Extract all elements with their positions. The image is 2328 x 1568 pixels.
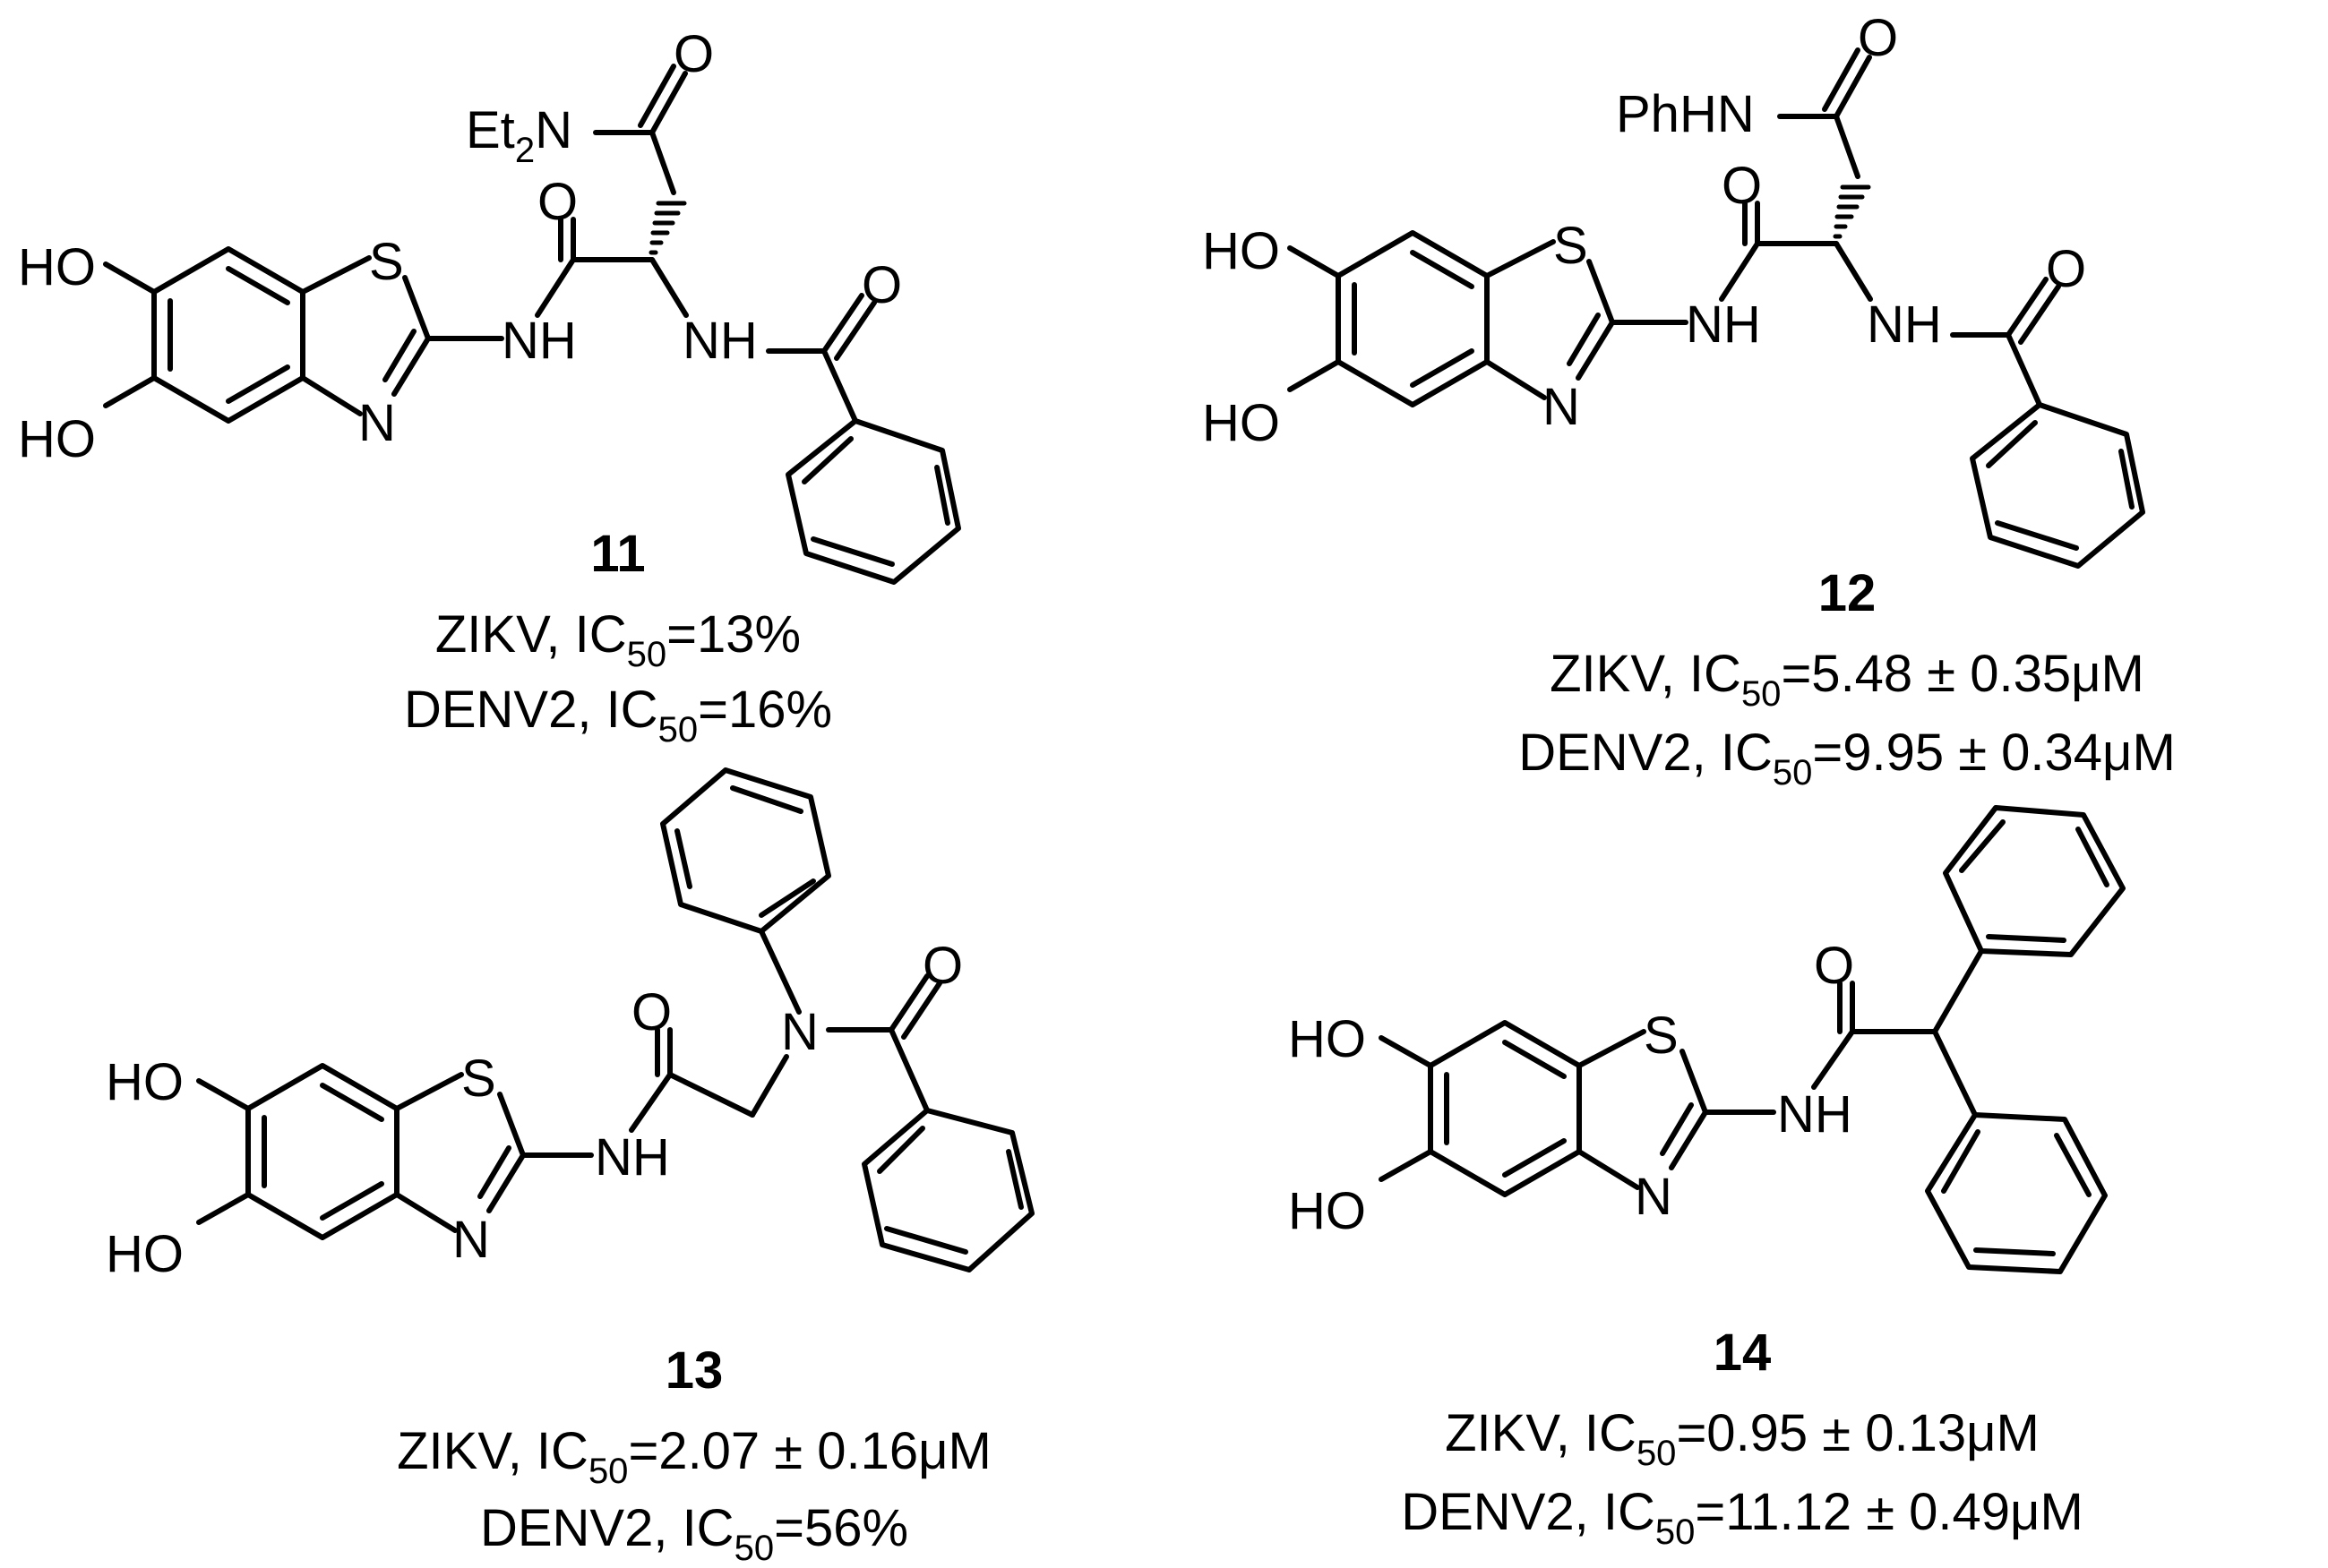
molecule-11-bonds <box>103 64 961 585</box>
atom-sulfur: S <box>1644 1007 1679 1065</box>
molecule-11: HO HO S N NH O NH O O Et2N 11 ZIKV, IC50… <box>18 25 961 750</box>
atom-oxygen: O <box>1814 937 1854 995</box>
molecule-11-atoms: HO HO S N NH O NH O O Et2N <box>18 25 902 468</box>
molecule-13-bonds <box>196 767 1035 1272</box>
atom-nh: NH <box>683 312 758 370</box>
molecule-12: HO HO S N NH O NH O O PhHN 12 ZIKV, IC50… <box>1202 9 2176 793</box>
molecule-13: HO HO S N NH O N O 13 ZIKV, IC50=2.07 ± … <box>106 767 1035 1568</box>
atom-oh: HO <box>18 410 96 468</box>
compound-number: 11 <box>590 525 645 583</box>
atom-oh: HO <box>106 1053 184 1111</box>
atom-oh: HO <box>1288 1182 1366 1240</box>
atom-oxygen: O <box>923 937 963 995</box>
atom-sulfur: S <box>461 1050 496 1108</box>
activity-denv2: DENV2, IC50=9.95 ± 0.34μM <box>1518 724 2176 793</box>
atom-nh: NH <box>1867 296 1942 354</box>
atom-nitrogen: N <box>781 1003 819 1061</box>
molecule-14-atoms: HO HO S N NH O <box>1288 937 1854 1240</box>
activity-denv2: DENV2, IC50=56% <box>480 1499 908 1564</box>
activity-zikv: ZIKV, IC50=0.95 ± 0.13μM <box>1445 1404 2040 1473</box>
atom-oxygen: O <box>862 256 902 314</box>
compound-number: 13 <box>666 1341 724 1400</box>
atom-anilide-nh: PhHN <box>1616 85 1755 143</box>
atom-diethylamine: Et2N <box>466 101 572 170</box>
atom-oxygen: O <box>674 25 714 83</box>
activity-denv2: DENV2, IC50=16% <box>404 681 832 750</box>
molecule-14-bonds <box>1379 805 2126 1274</box>
molecule-12-bonds <box>1287 47 2145 569</box>
activity-zikv: ZIKV, IC50=2.07 ± 0.16μM <box>397 1422 992 1491</box>
atom-nh: NH <box>1777 1085 1852 1144</box>
atom-oh: HO <box>1202 394 1280 452</box>
atom-sulfur: S <box>369 233 404 291</box>
atom-oh: HO <box>1202 222 1280 280</box>
atom-nh: NH <box>595 1128 670 1187</box>
atom-oxygen: O <box>1722 157 1762 215</box>
atom-oh: HO <box>106 1225 184 1283</box>
molecule-14: HO HO S N NH O 14 ZIKV, IC50=0.95 ± 0.13… <box>1288 805 2126 1552</box>
compound-number: 12 <box>1818 564 1877 622</box>
atom-oxygen: O <box>631 983 672 1041</box>
activity-zikv: ZIKV, IC50=5.48 ± 0.35μM <box>1550 645 2144 714</box>
atom-oxygen: O <box>537 173 578 231</box>
atom-oxygen: O <box>2046 240 2086 298</box>
atom-nitrogen: N <box>1542 378 1580 436</box>
molecule-13-atoms: HO HO S N NH O N O <box>106 937 963 1283</box>
atom-nitrogen: N <box>452 1211 490 1269</box>
atom-nitrogen: N <box>1635 1168 1672 1226</box>
compound-number: 14 <box>1714 1324 1772 1382</box>
atom-nh: NH <box>1686 296 1761 354</box>
atom-oh: HO <box>18 238 96 296</box>
activity-zikv: ZIKV, IC50=13% <box>435 605 801 674</box>
atom-oxygen: O <box>1858 9 1898 67</box>
atom-sulfur: S <box>1553 217 1588 275</box>
atom-nitrogen: N <box>358 394 396 452</box>
molecule-12-atoms: HO HO S N NH O NH O O PhHN <box>1202 9 2086 452</box>
activity-denv2: DENV2, IC50=11.12 ± 0.49μM <box>1401 1483 2083 1552</box>
atom-nh: NH <box>502 312 577 370</box>
atom-oh: HO <box>1288 1010 1366 1068</box>
